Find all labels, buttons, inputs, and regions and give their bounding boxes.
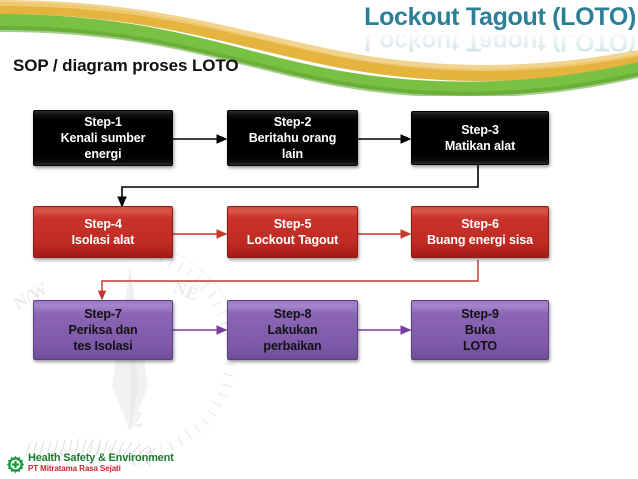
step-2-text-line-2: lain xyxy=(281,147,304,161)
step-9-text-line-2: LOTO xyxy=(462,339,498,353)
flow-node-step-1[interactable]: Step-1 Kenali sumber energi xyxy=(33,110,173,166)
step-1-step-label: Step-1 xyxy=(84,115,122,129)
step-3-text-line-1: Matikan alat xyxy=(444,139,516,153)
step-6-text-line-1: Buang energi sisa xyxy=(427,233,533,247)
flow-node-step-2[interactable]: Step-2 Beritahu orang lain xyxy=(227,110,358,166)
step-2-step-label: Step-2 xyxy=(273,115,312,129)
step-8-text-line-2: perbaikan xyxy=(263,339,322,353)
step-5-text-line-1: Lockout Tagout xyxy=(246,233,339,247)
step-1-text-line-1: Kenali sumber xyxy=(60,131,146,145)
step-9-text-line-1: Buka xyxy=(464,323,496,337)
footer-hatch-decoration xyxy=(25,438,157,456)
step-8-text-line-1: Lakukan xyxy=(267,323,318,337)
step-2-text-line-1: Beritahu orang xyxy=(248,131,337,145)
footer-company-name: PT Mitratama Rasa Sejati xyxy=(28,464,121,473)
step-1-text-line-2: energi xyxy=(84,147,122,161)
footer-org-name: Health Safety & Environment xyxy=(28,452,174,464)
step-7-text-line-2: tes Isolasi xyxy=(73,339,133,353)
svg-text:NE: NE xyxy=(171,277,201,304)
step-6-step-label: Step-6 xyxy=(461,217,499,231)
step-9-step-label: Step-9 xyxy=(461,307,499,321)
step-7-text-line-1: Periksa dan xyxy=(68,323,138,337)
flow-node-step-4[interactable]: Step-4 Isolasi alat xyxy=(33,206,173,258)
step-3-step-label: Step-3 xyxy=(461,123,499,137)
slide-subtitle: SOP / diagram proses LOTO xyxy=(13,56,239,75)
flow-node-step-8[interactable]: Step-8 Lakukan perbaikan xyxy=(227,300,358,360)
page-title: Lockout Tagout (LOTO) xyxy=(364,3,636,31)
step-4-text-line-1: Isolasi alat xyxy=(71,233,135,247)
step-4-step-label: Step-4 xyxy=(84,217,122,231)
flow-node-step-5[interactable]: Step-5 Lockout Tagout xyxy=(227,206,358,258)
flow-node-step-7[interactable]: Step-7 Periksa dan tes Isolasi xyxy=(33,300,173,360)
footer-logo: Health Safety & Environment PT Mitratama… xyxy=(6,438,216,478)
arrow-step3-step4 xyxy=(117,165,479,208)
svg-text:7: 7 xyxy=(133,407,144,432)
step-8-step-label: Step-8 xyxy=(273,307,312,321)
step-7-step-label: Step-7 xyxy=(84,307,122,321)
arrow-step6-step7 xyxy=(97,260,479,301)
flow-node-step-3[interactable]: Step-3 Matikan alat xyxy=(411,111,549,165)
step-5-step-label: Step-5 xyxy=(273,217,312,231)
flow-node-step-6[interactable]: Step-6 Buang energi sisa xyxy=(411,206,549,258)
flow-node-step-9[interactable]: Step-9 Buka LOTO xyxy=(411,300,549,360)
gear-icon xyxy=(6,455,25,474)
